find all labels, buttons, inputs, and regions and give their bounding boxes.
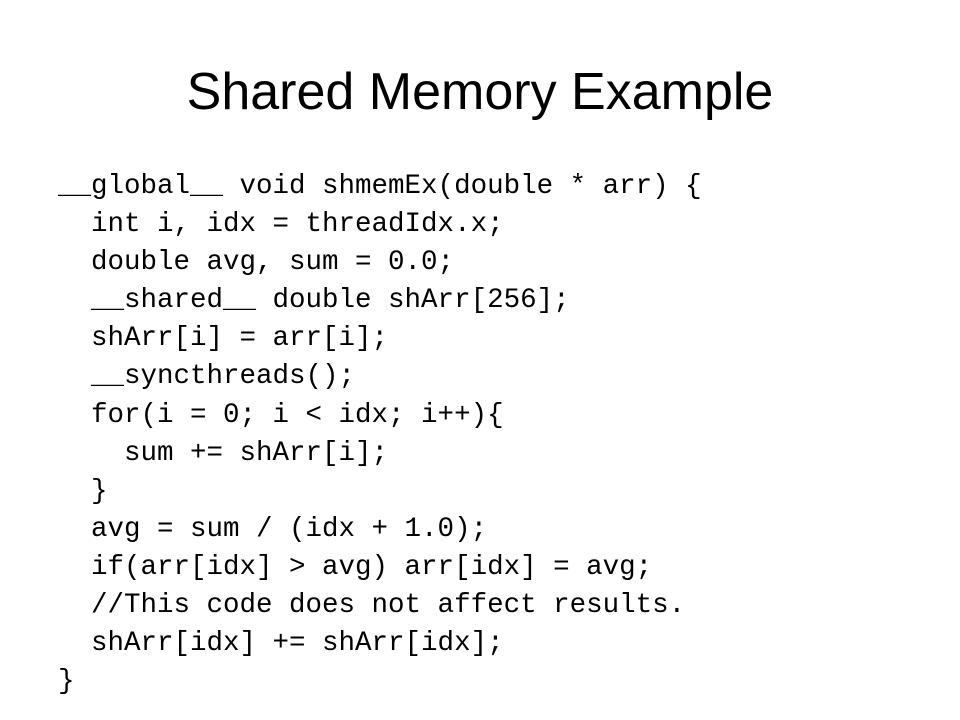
code-line: shArr[idx] += shArr[idx]; [58, 628, 504, 660]
code-line: __syncthreads(); [58, 361, 356, 393]
code-line: } [58, 475, 108, 507]
code-line: } [58, 666, 75, 698]
code-line: __shared__ double shArr[256]; [58, 285, 570, 317]
code-line: shArr[i] = arr[i]; [58, 323, 389, 355]
code-line: avg = sum / (idx + 1.0); [58, 513, 488, 545]
code-line: if(arr[idx] > avg) arr[idx] = avg; [58, 551, 653, 583]
code-block: __global__ void shmemEx(double * arr) { … [58, 168, 702, 701]
code-line: for(i = 0; i < idx; i++){ [58, 399, 504, 431]
code-line: int i, idx = threadIdx.x; [58, 209, 504, 241]
code-line: sum += shArr[i]; [58, 437, 389, 469]
slide-title: Shared Memory Example [186, 63, 774, 121]
code-line: double avg, sum = 0.0; [58, 247, 455, 279]
code-line: __global__ void shmemEx(double * arr) { [58, 171, 702, 202]
code-line: //This code does not affect results. [58, 590, 686, 622]
